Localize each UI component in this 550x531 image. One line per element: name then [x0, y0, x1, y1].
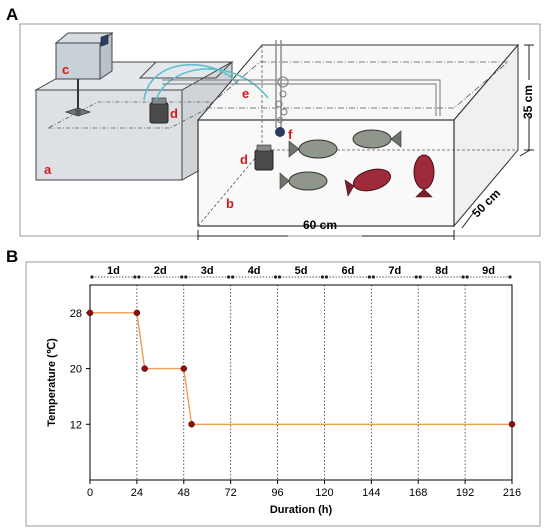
- day-span-dot: [320, 275, 325, 279]
- series-line: [90, 312, 512, 425]
- day-label: 7d: [388, 265, 401, 277]
- label-e: e: [242, 86, 249, 101]
- x-tick-label: 96: [271, 487, 283, 499]
- day-label: 2d: [154, 265, 167, 277]
- panel-b-frame: [25, 261, 541, 527]
- day-span-dot: [465, 275, 469, 279]
- air-stone-icon: [275, 40, 289, 137]
- temperature-chart: 1d 2d 3d 4d 5d 6d 7d 8d 9d 0 24 48 72 96 120 144 168 192 2…: [46, 265, 521, 516]
- dimension-width: [461, 149, 531, 229]
- day-span-dot: [273, 275, 278, 279]
- label-d-tank: d: [240, 152, 248, 167]
- tilapia-fish-icon: [279, 129, 402, 191]
- day-span-dot: [90, 275, 94, 279]
- panel-a-letter: A: [6, 5, 18, 24]
- day-label: 1d: [107, 265, 120, 277]
- y-tick-label: 28: [70, 308, 82, 320]
- y-axis-title: Temperature (℃): [46, 338, 58, 427]
- return-pipe: [162, 79, 441, 116]
- day-span-dot: [461, 275, 465, 279]
- day-span-dot: [227, 275, 231, 279]
- day-span-dot: [371, 275, 375, 279]
- y-tick-label: 20: [70, 364, 82, 376]
- data-point: [508, 421, 516, 428]
- day-span-dot: [414, 275, 418, 279]
- day-span-dot: [418, 275, 422, 279]
- length-label: 60 cm: [303, 218, 337, 232]
- day-label: 5d: [295, 265, 308, 277]
- dimension-length: [197, 230, 455, 240]
- day-label: 3d: [201, 265, 214, 277]
- day-span-dot: [367, 275, 371, 279]
- day-label: 9d: [482, 265, 495, 277]
- day-label: 6d: [341, 265, 354, 277]
- pump-icon: [149, 97, 169, 124]
- x-tick-label: 216: [503, 487, 521, 499]
- day-label: 4d: [248, 265, 261, 277]
- x-tick-label: 144: [362, 487, 380, 499]
- x-tick-label: 72: [225, 487, 237, 499]
- x-tick-label: 120: [315, 487, 333, 499]
- day-span-dot: [324, 275, 329, 279]
- label-d-bath: d: [170, 106, 178, 121]
- dimension-height: [524, 44, 534, 151]
- day-span-dot: [231, 275, 235, 279]
- x-tick-label: 168: [409, 487, 427, 499]
- x-axis-title: Duration (h): [270, 504, 333, 516]
- data-point: [141, 365, 148, 372]
- tank-pump-icon: [254, 144, 274, 171]
- height-label: 35 cm: [521, 85, 535, 119]
- y-tick-label: 12: [70, 419, 82, 431]
- plot-area: [89, 284, 513, 481]
- day-span-dot: [508, 275, 512, 279]
- x-tick-label: 192: [456, 487, 474, 499]
- label-c: c: [62, 62, 69, 77]
- water-tube: [143, 63, 269, 101]
- day-span-dot: [137, 275, 141, 279]
- bath-lid-tray: [138, 61, 234, 79]
- label-a: a: [44, 162, 52, 177]
- label-b: b: [226, 196, 234, 211]
- data-point: [86, 309, 94, 317]
- day-label: 8d: [435, 265, 448, 277]
- red-tilapia-fish-icon: [344, 154, 435, 198]
- day-span-dot: [184, 275, 188, 279]
- fish-tank: [196, 43, 520, 228]
- x-tick-label: 48: [178, 487, 190, 499]
- x-tick-label: 24: [131, 487, 143, 499]
- temperature-controller: [54, 31, 114, 117]
- day-span-dot: [133, 275, 137, 279]
- panel-b-letter: B: [6, 247, 18, 266]
- day-span-dot: [180, 275, 184, 279]
- data-point: [133, 309, 141, 317]
- day-span-dot: [277, 275, 282, 279]
- data-point: [188, 421, 195, 428]
- label-f: f: [288, 127, 293, 142]
- x-tick-label: 0: [87, 487, 93, 499]
- data-point: [180, 365, 188, 372]
